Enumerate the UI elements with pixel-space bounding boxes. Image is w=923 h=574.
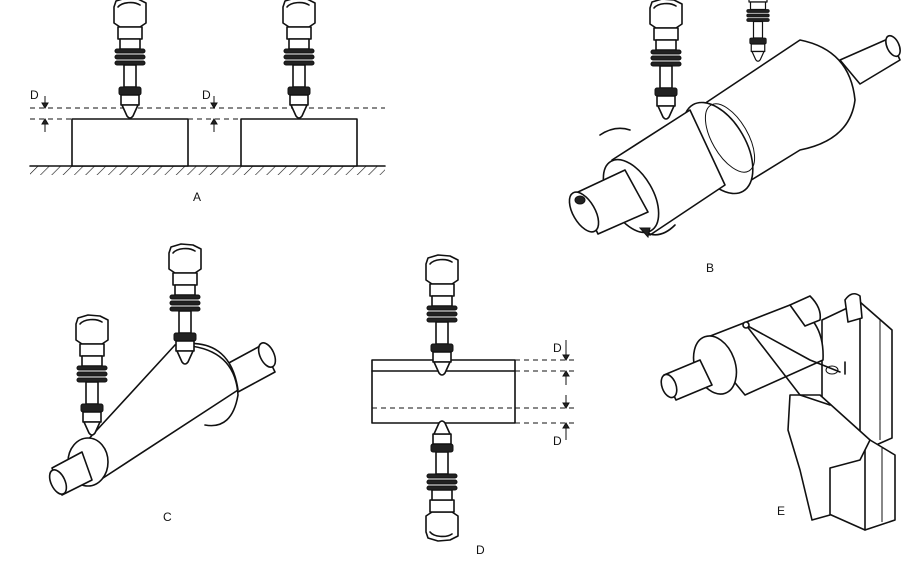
probe-d-bottom (425, 420, 459, 542)
dimension-arrow-left (41, 96, 49, 132)
dimension-arrow-d-top (562, 340, 570, 385)
probe-b-left (649, 0, 683, 120)
probe-d-top (425, 254, 459, 376)
panel-d-thickness (371, 254, 575, 542)
dim-label-d-top: D (553, 341, 562, 355)
dim-label-a-mid: D (202, 88, 211, 102)
panel-a-flat-surface (29, 0, 386, 175)
probe-b-right (745, 0, 771, 62)
dimension-arrow-mid (210, 96, 218, 132)
dim-label-a-left: D (30, 88, 39, 102)
probe-a-left (113, 0, 147, 119)
probe-c-left (75, 314, 109, 436)
panel-label-b: B (706, 261, 714, 275)
probe-a-right (282, 0, 316, 119)
panel-b-cylinder (568, 0, 901, 239)
panel-label-c: C (163, 510, 172, 524)
panel-e-caliper (660, 292, 896, 531)
panel-label-e: E (777, 504, 785, 518)
panel-label-a: A (193, 190, 201, 204)
dim-label-d-bottom: D (553, 434, 562, 448)
panel-label-d: D (476, 543, 485, 557)
panel-c-cone (48, 243, 277, 496)
dimension-arrow-d-bottom (562, 395, 570, 440)
